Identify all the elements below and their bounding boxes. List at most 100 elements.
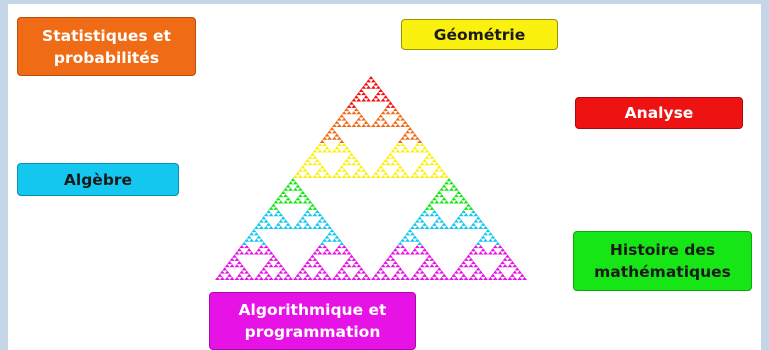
- fractal-cell: [363, 171, 369, 175]
- fractal-cell: [339, 139, 345, 143]
- fractal-cell: [414, 174, 420, 178]
- fractal-cell: [324, 273, 330, 277]
- fractal-cell: [312, 225, 318, 229]
- fractal-cell: [244, 276, 250, 280]
- fractal-cell: [410, 136, 415, 140]
- fractal-cell: [395, 168, 401, 172]
- fractal-cell: [244, 251, 250, 255]
- fractal-cell: [383, 95, 389, 99]
- fractal-cell: [234, 251, 240, 255]
- fractal-cell: [436, 267, 442, 271]
- fractal-cell: [500, 248, 506, 252]
- fractal-cell: [424, 251, 430, 255]
- fractal-cell: [410, 174, 415, 178]
- fractal-cell: [239, 251, 245, 255]
- fractal-cell: [261, 241, 267, 245]
- fractal-cell: [439, 168, 445, 172]
- topic-geometrie-button[interactable]: Géométrie: [401, 19, 558, 50]
- fractal-cell: [390, 257, 396, 261]
- fractal-cell: [497, 244, 503, 249]
- fractal-cell: [322, 149, 328, 153]
- fractal-cell: [268, 257, 274, 261]
- topic-statistiques-probabilites-button[interactable]: Statistiques et probabilités: [17, 17, 196, 76]
- fractal-cell: [451, 184, 457, 188]
- fractal-cell: [329, 229, 335, 233]
- fractal-cell: [336, 168, 342, 172]
- fractal-cell: [434, 225, 440, 229]
- fractal-cell: [429, 162, 435, 166]
- fractal-cell: [229, 257, 235, 261]
- fractal-cell: [458, 193, 464, 198]
- fractal-cell: [283, 200, 289, 204]
- fractal-cell: [334, 273, 340, 277]
- fractal-cell: [461, 222, 467, 226]
- fractal-cell: [273, 213, 279, 217]
- fractal-cell: [371, 276, 376, 280]
- fractal-cell: [402, 248, 408, 252]
- fractal-cell: [470, 260, 476, 265]
- fractal-cell: [405, 149, 410, 153]
- fractal-cell: [512, 270, 518, 274]
- topic-algorithmique-programmation-button[interactable]: Algorithmique et programmation: [209, 292, 416, 350]
- fractal-cell: [271, 203, 276, 207]
- fractal-cell: [502, 276, 508, 280]
- fractal-cell: [375, 174, 381, 178]
- fractal-cell: [351, 98, 357, 102]
- fractal-cell: [466, 254, 471, 258]
- fractal-cell: [310, 254, 315, 258]
- topic-analyse-button[interactable]: Analyse: [575, 97, 743, 129]
- fractal-cell: [436, 216, 442, 220]
- fractal-cell: [351, 174, 357, 178]
- fractal-cell: [314, 146, 320, 150]
- fractal-cell: [339, 165, 345, 169]
- fractal-cell: [363, 82, 369, 86]
- fractal-cell: [344, 120, 350, 124]
- fractal-cell: [261, 267, 267, 271]
- fractal-cell: [275, 197, 281, 201]
- fractal-cell: [224, 276, 230, 280]
- fractal-cell: [470, 273, 476, 277]
- fractal-cell: [412, 273, 418, 277]
- fractal-cell: [273, 200, 279, 204]
- fractal-cell: [366, 123, 371, 127]
- fractal-cell: [275, 273, 281, 277]
- fractal-cell: [385, 123, 391, 127]
- fractal-cell: [488, 251, 493, 255]
- fractal-cell: [395, 142, 401, 147]
- fractal-cell: [395, 276, 401, 280]
- fractal-cell: [463, 276, 469, 280]
- topic-histoire-mathematiques-button[interactable]: Histoire des mathématiques: [573, 231, 752, 291]
- fractal-cell: [414, 225, 420, 229]
- fractal-cell: [300, 190, 306, 194]
- fractal-cell: [254, 251, 259, 255]
- fractal-cell: [405, 238, 410, 242]
- fractal-cell: [478, 219, 484, 223]
- fractal-cell: [336, 251, 342, 255]
- fractal-cell: [412, 133, 418, 137]
- fractal-cell: [293, 174, 298, 178]
- fractal-cell: [358, 114, 364, 118]
- fractal-cell: [434, 276, 440, 280]
- fractal-cell: [317, 174, 323, 178]
- fractal-cell: [453, 276, 459, 280]
- fractal-cell: [273, 225, 279, 229]
- fractal-cell: [229, 264, 235, 268]
- fractal-cell: [439, 276, 445, 280]
- fractal-cell: [385, 276, 391, 280]
- fractal-cell: [419, 162, 425, 166]
- fractal-cell: [363, 273, 369, 277]
- fractal-cell: [251, 229, 257, 233]
- topic-algebre-button[interactable]: Algèbre: [17, 163, 179, 196]
- fractal-cell: [293, 200, 298, 204]
- fractal-cell: [478, 238, 484, 242]
- fractal-cell: [322, 244, 328, 249]
- fractal-cell: [285, 222, 291, 226]
- fractal-cell: [236, 273, 242, 277]
- fractal-cell: [492, 270, 498, 274]
- fractal-cell: [480, 235, 486, 239]
- fractal-cell: [332, 238, 337, 242]
- fractal-cell: [424, 264, 430, 268]
- fractal-cell: [485, 229, 491, 233]
- fractal-cell: [371, 174, 376, 178]
- fractal-cell: [390, 111, 396, 115]
